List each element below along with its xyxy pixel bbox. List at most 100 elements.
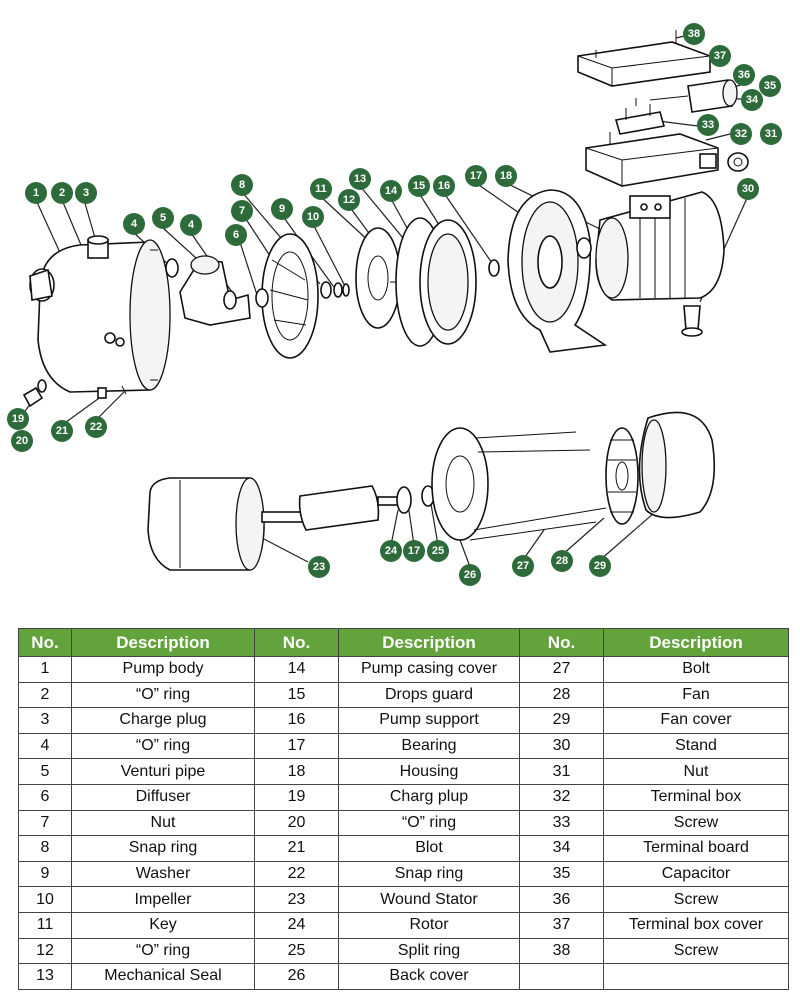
callout-20: 20 bbox=[11, 430, 33, 452]
table-cell: Drops guard bbox=[338, 681, 520, 709]
table-cell: Diffuser bbox=[71, 783, 255, 811]
table-cell: 18 bbox=[254, 758, 339, 785]
table-cell: “O” ring bbox=[71, 681, 255, 709]
header-description-1: Description bbox=[71, 628, 255, 657]
table-cell: Pump casing cover bbox=[338, 656, 520, 683]
table-cell: Housing bbox=[338, 758, 520, 785]
table-cell: Stand bbox=[603, 732, 789, 760]
table-cell: 37 bbox=[519, 911, 604, 939]
table-cell: 12 bbox=[18, 937, 72, 965]
callout-8: 8 bbox=[231, 174, 253, 196]
callout-24: 24 bbox=[380, 540, 402, 562]
table-cell: Blot bbox=[338, 835, 520, 862]
table-cell: Venturi pipe bbox=[71, 758, 255, 785]
table-cell: Capacitor bbox=[603, 860, 789, 888]
callout-37: 37 bbox=[709, 45, 731, 67]
table-cell: 13 bbox=[18, 963, 72, 990]
header-no-3: No. bbox=[519, 628, 604, 657]
table-cell: Screw bbox=[603, 886, 789, 913]
callout-28: 28 bbox=[551, 550, 573, 572]
table-cell: Screw bbox=[603, 809, 789, 837]
table-cell: 25 bbox=[254, 937, 339, 965]
table-cell: 28 bbox=[519, 681, 604, 709]
callout-11: 11 bbox=[310, 178, 332, 200]
exploded-pump-diagram: 1 2 3 4 5 4 6 7 8 9 10 11 12 13 14 15 16… bbox=[7, 23, 782, 586]
table-cell: 14 bbox=[254, 656, 339, 683]
table-cell: 29 bbox=[519, 707, 604, 734]
callout-4a: 4 bbox=[123, 213, 145, 235]
table-cell: Fan bbox=[603, 681, 789, 709]
table-cell: 31 bbox=[519, 758, 604, 785]
terminal-cover-drawing bbox=[577, 30, 711, 87]
callout-22: 22 bbox=[85, 416, 107, 438]
callout-36: 36 bbox=[733, 64, 755, 86]
table-cell: Terminal box bbox=[603, 783, 789, 811]
table-cell: Key bbox=[71, 911, 255, 939]
table-cell: 7 bbox=[18, 809, 72, 837]
table-cell: 6 bbox=[18, 783, 72, 811]
table-cell: 30 bbox=[519, 732, 604, 760]
rotor-drawing bbox=[261, 485, 435, 531]
header-description-2: Description bbox=[338, 628, 520, 657]
table-cell: Split ring bbox=[338, 937, 520, 965]
table-cell: Charge plug bbox=[71, 707, 255, 734]
table-cell: Back cover bbox=[338, 963, 520, 990]
callout-12: 12 bbox=[338, 189, 360, 211]
callout-29: 29 bbox=[589, 555, 611, 577]
callout-5: 5 bbox=[152, 207, 174, 229]
callout-3: 3 bbox=[75, 182, 97, 204]
motor-housing-drawing bbox=[595, 191, 725, 337]
table-cell: 23 bbox=[254, 886, 339, 913]
callout-38: 38 bbox=[683, 23, 705, 45]
table-cell: 24 bbox=[254, 911, 339, 939]
back-cover-drawing bbox=[431, 427, 607, 541]
table-cell: Nut bbox=[71, 809, 255, 837]
table-cell: Mechanical Seal bbox=[71, 963, 255, 990]
callout-19: 19 bbox=[7, 408, 29, 430]
table-header-row: No. Description No. Description No. Desc… bbox=[18, 628, 789, 657]
venturi-drawing bbox=[165, 255, 251, 326]
callout-16: 16 bbox=[433, 175, 455, 197]
table-cell: “O” ring bbox=[71, 937, 255, 965]
table-cell: 11 bbox=[18, 911, 72, 939]
table-cell: Pump support bbox=[338, 707, 520, 734]
callout-27: 27 bbox=[512, 555, 534, 577]
callout-4b: 4 bbox=[180, 214, 202, 236]
parts-table: No. Description No. Description No. Desc… bbox=[18, 628, 789, 990]
header-no-1: No. bbox=[18, 628, 72, 657]
table-cell: 38 bbox=[519, 937, 604, 965]
table-cell: 9 bbox=[18, 860, 72, 888]
table-cell: 5 bbox=[18, 758, 72, 785]
table-cell: 3 bbox=[18, 707, 72, 734]
terminal-box-drawing bbox=[585, 133, 749, 187]
table-cell: 16 bbox=[254, 707, 339, 734]
table-cell: Bearing bbox=[338, 732, 520, 760]
table-cell: 26 bbox=[254, 963, 339, 990]
callout-25: 25 bbox=[427, 540, 449, 562]
table-cell: 20 bbox=[254, 809, 339, 837]
table-cell: Snap ring bbox=[338, 860, 520, 888]
table-cell: Fan cover bbox=[603, 707, 789, 734]
table-cell: Nut bbox=[603, 758, 789, 785]
callout-10: 10 bbox=[302, 206, 324, 228]
callout-6: 6 bbox=[225, 224, 247, 246]
table-cell: Washer bbox=[71, 860, 255, 888]
table-cell: Snap ring bbox=[71, 835, 255, 862]
table-cell: Terminal board bbox=[603, 835, 789, 862]
callout-23: 23 bbox=[308, 556, 330, 578]
pump-body-drawing bbox=[29, 235, 171, 393]
table-cell: Screw bbox=[603, 937, 789, 965]
table-cell: Terminal box cover bbox=[603, 911, 789, 939]
table-cell: “O” ring bbox=[71, 732, 255, 760]
table-cell: Bolt bbox=[603, 656, 789, 683]
table-cell: Impeller bbox=[71, 886, 255, 913]
callout-34: 34 bbox=[741, 89, 763, 111]
table-cell: 4 bbox=[18, 732, 72, 760]
callout-26: 26 bbox=[459, 564, 481, 586]
